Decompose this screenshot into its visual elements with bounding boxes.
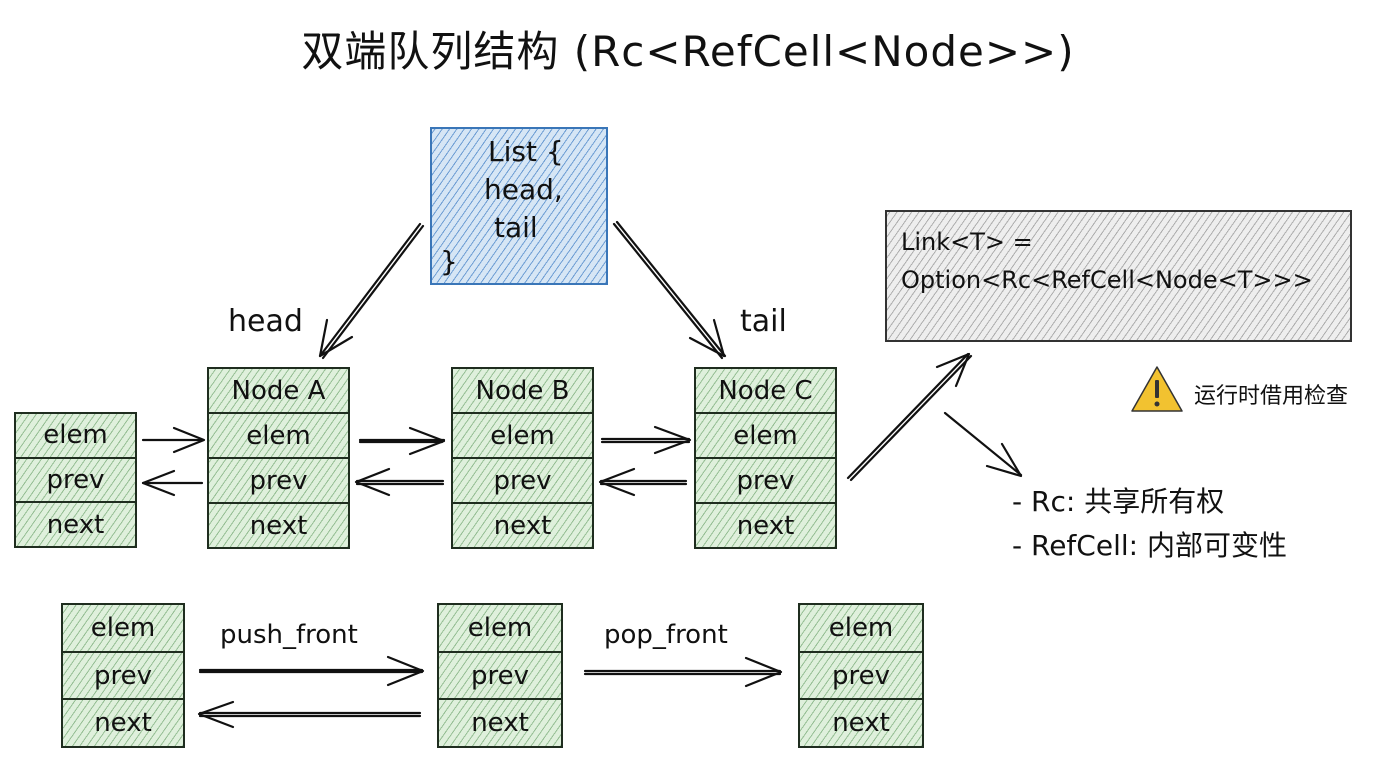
pop-front-arrow: [583, 656, 783, 688]
op-node-middle: elem prev next: [437, 603, 563, 748]
next-arrow-left-to-a: [141, 426, 206, 454]
field-prev: prev: [696, 457, 835, 502]
head-label: head: [228, 304, 303, 339]
link-type-line-1: Link<T> =: [901, 228, 1033, 256]
link-type-box: Link<T> = Option<Rc<RefCell<Node<T>>>: [885, 210, 1352, 342]
list-line-2: head,: [484, 173, 563, 206]
link-type-line-2: Option<Rc<RefCell<Node<T>>>: [901, 266, 1313, 294]
link-type-arrow: [846, 352, 973, 482]
diagram-title: 双端队列结构 (Rc<RefCell<Node>>): [301, 27, 1075, 76]
field-prev: prev: [800, 650, 922, 699]
prev-arrow-c-to-b: [598, 467, 688, 497]
field-elem: elem: [467, 612, 533, 643]
pop-front-label: pop_front: [604, 620, 728, 650]
field-elem: elem: [828, 612, 894, 643]
op-node-after: elem prev next: [798, 603, 924, 748]
field-prev: prev: [453, 457, 592, 502]
node-title: Node A: [231, 375, 326, 406]
next-arrow-a-to-b: [358, 426, 446, 456]
warning-triangle-icon: [1131, 366, 1183, 412]
list-line-4: }: [440, 245, 458, 278]
field-next: next: [453, 502, 592, 547]
push-front-arrow: [198, 655, 425, 687]
list-line-3: tail: [494, 211, 538, 244]
field-prev: prev: [63, 650, 183, 699]
field-next: next: [696, 502, 835, 547]
field-prev: prev: [16, 456, 135, 502]
prev-arrow-b-to-a: [354, 467, 445, 497]
field-prev: prev: [439, 650, 561, 699]
field-next: next: [800, 698, 922, 746]
field-elem: elem: [43, 420, 108, 451]
note-rc: - Rc: 共享所有权: [1012, 485, 1225, 518]
prev-arrow-a-to-left: [141, 469, 204, 497]
push-front-label: push_front: [220, 620, 358, 650]
op-node-before: elem prev next: [61, 603, 185, 748]
field-elem: elem: [696, 412, 835, 457]
field-next: next: [16, 501, 135, 546]
node-title: Node B: [475, 375, 570, 406]
head-pointer-arrow: [318, 222, 425, 360]
tail-label: tail: [740, 304, 787, 339]
notes-arrow: [943, 411, 1023, 478]
warning-text: 运行时借用检查: [1194, 384, 1349, 409]
list-line-1: List {: [488, 135, 564, 168]
node-title: Node C: [718, 375, 813, 406]
list-struct-box: List { head, tail }: [430, 127, 608, 285]
left-neighbor-node: elem prev next: [14, 412, 137, 548]
field-elem: elem: [90, 612, 156, 643]
push-front-back-arrow: [197, 700, 422, 729]
next-arrow-b-to-c: [600, 425, 692, 455]
field-prev: prev: [209, 457, 348, 502]
field-next: next: [63, 698, 183, 746]
field-next: next: [209, 502, 348, 547]
node-a: Node A elem prev next: [207, 367, 350, 549]
field-elem: elem: [209, 412, 348, 457]
node-b: Node B elem prev next: [451, 367, 594, 549]
node-c: Node C elem prev next: [694, 367, 837, 549]
field-elem: elem: [453, 412, 592, 457]
tail-pointer-arrow: [612, 220, 727, 360]
field-next: next: [439, 698, 561, 746]
note-refcell: - RefCell: 内部可变性: [1012, 529, 1287, 562]
